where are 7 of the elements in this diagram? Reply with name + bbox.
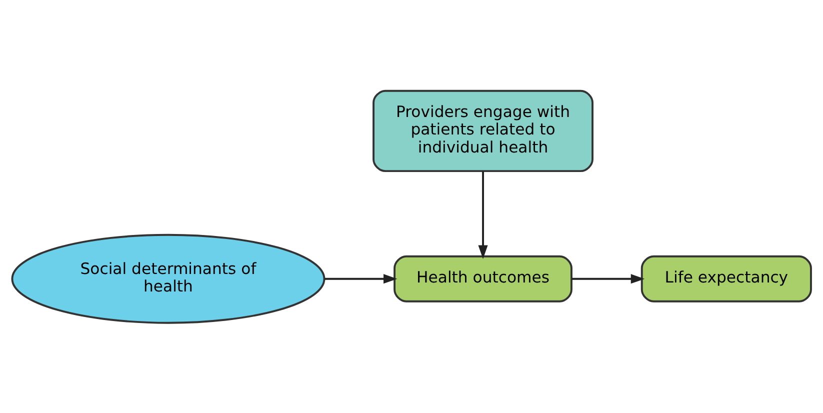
arrow <box>478 170 488 258</box>
node-ellipse: Social determinants of health <box>11 233 326 324</box>
arrow <box>324 274 398 284</box>
node-box: Providers engage with patients related to individual health <box>372 89 594 172</box>
node-box: Life expectancy <box>640 254 812 302</box>
node-box: Health outcomes <box>394 254 572 302</box>
arrow <box>572 274 645 284</box>
